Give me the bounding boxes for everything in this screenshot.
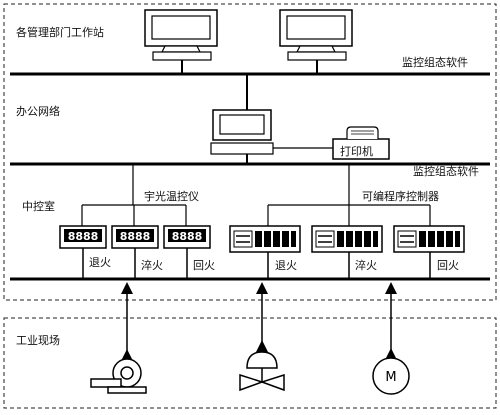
plc-bracket bbox=[267, 204, 431, 226]
central-workstation bbox=[210, 109, 333, 164]
control-room-label: 中控室 bbox=[22, 200, 55, 213]
office-network-label: 办公网络 bbox=[16, 105, 60, 118]
software-label-top: 监控组态软件 bbox=[402, 56, 468, 69]
temperature-controller-3: 8888 bbox=[163, 225, 211, 279]
plc-process-label-2: 淬火 bbox=[355, 259, 377, 272]
plc-rack-1 bbox=[229, 225, 301, 279]
plc-group-label: 可编程序控制器 bbox=[362, 190, 439, 203]
controller-digits: 8888 bbox=[68, 230, 99, 243]
software-label-mid: 监控组态软件 bbox=[413, 165, 479, 178]
instrument-group-label: 宇光温控仪 bbox=[144, 190, 199, 203]
controller-digits: 8888 bbox=[120, 230, 151, 243]
svg-text:M: M bbox=[385, 370, 396, 385]
instrument-bracket bbox=[81, 204, 187, 226]
temperature-controller-2: 8888 bbox=[111, 225, 159, 279]
valve-icon bbox=[239, 351, 285, 392]
upper-zone-frame bbox=[3, 3, 497, 301]
plc-process-label-3: 回火 bbox=[437, 259, 459, 272]
plc-rack-3 bbox=[393, 225, 465, 279]
workstation-1 bbox=[144, 9, 218, 74]
controller-digits: 8888 bbox=[172, 230, 203, 243]
workstation-2 bbox=[279, 9, 353, 74]
field-zone-frame bbox=[3, 317, 497, 409]
motor-icon: M bbox=[372, 357, 410, 395]
plc-process-label-1: 退火 bbox=[275, 259, 297, 272]
printer-icon bbox=[332, 126, 390, 160]
management-zone-label: 各管理部门工作站 bbox=[16, 26, 104, 39]
printer-label: 打印机 bbox=[340, 145, 373, 158]
instrument-process-label-2: 淬火 bbox=[141, 259, 163, 272]
temperature-controller-1: 8888 bbox=[59, 225, 107, 279]
pump-icon bbox=[90, 358, 147, 394]
instrument-process-label-3: 回火 bbox=[193, 259, 215, 272]
instrument-process-label-1: 退火 bbox=[89, 256, 111, 269]
field-zone-label: 工业现场 bbox=[16, 334, 60, 347]
plc-rack-2 bbox=[311, 225, 383, 279]
